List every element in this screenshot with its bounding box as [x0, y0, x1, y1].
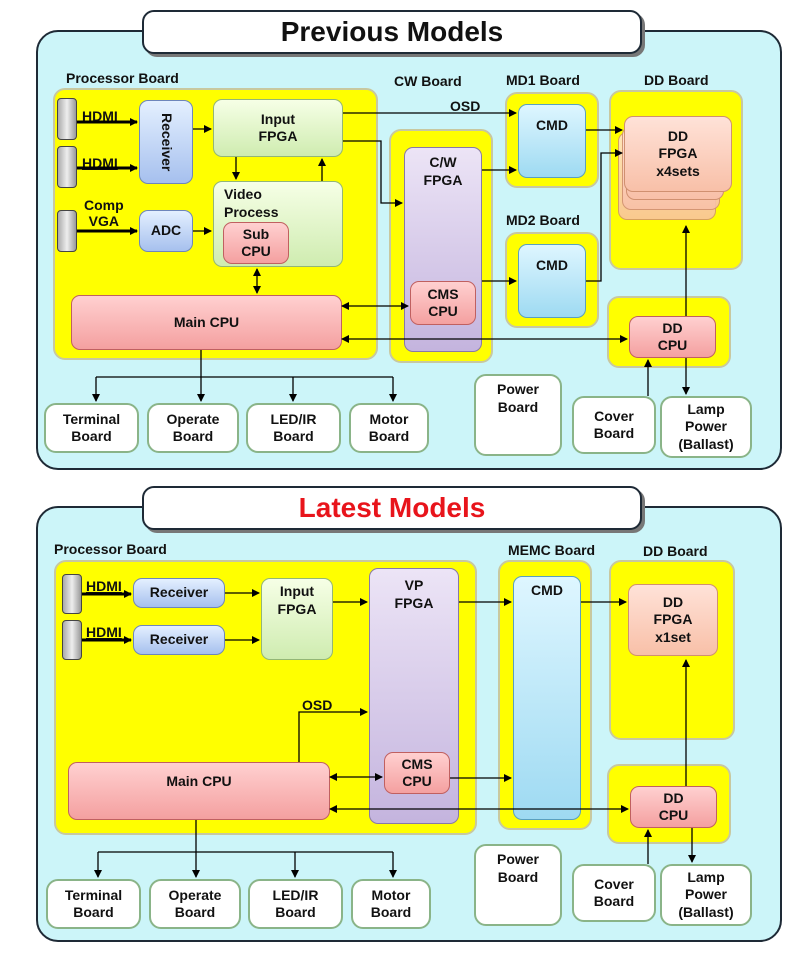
latest-cmd-label: CMD [531, 582, 563, 598]
vp-fpga-label: VP FPGA [394, 577, 434, 611]
lamp-power-board: Lamp Power (Ballast) [660, 396, 752, 458]
memc-board-label: MEMC Board [508, 542, 596, 558]
latest-dd-board-label: DD Board [643, 543, 708, 559]
comp-vga-label: Comp VGA [84, 197, 124, 230]
dd-board-label: DD Board [644, 72, 709, 88]
latest-receiver-1: Receiver [133, 578, 225, 608]
latest-dd-cpu: DD CPU [630, 786, 717, 828]
osd-label: OSD [450, 98, 481, 114]
latest-motor-board: Motor Board [351, 879, 431, 929]
latest-dd-fpga: DD FPGA x1set [628, 584, 718, 656]
hdmi-connector-1 [57, 98, 77, 140]
input-fpga-block: Input FPGA [213, 99, 343, 157]
dd-cpu-block: DD CPU [629, 316, 716, 358]
cw-fpga-label: C/W FPGA [423, 154, 463, 188]
latest-cmd-block: CMD [513, 576, 581, 820]
latest-main-cpu: Main CPU [68, 762, 330, 820]
cw-board-label: CW Board [394, 73, 462, 89]
dd-fpga-block: DD FPGA x4sets [624, 116, 732, 192]
motor-board: Motor Board [349, 403, 429, 453]
cmd-label-md2: CMD [536, 257, 568, 273]
latest-power-board-label: Power Board [496, 851, 539, 885]
receiver-label: Receiver [158, 112, 175, 172]
latest-cover-board: Cover Board [572, 864, 656, 922]
receiver-block: Receiver [139, 100, 193, 184]
sub-cpu-block: Sub CPU [223, 222, 289, 264]
latest-hdmi-label-1: HDMI [86, 578, 122, 594]
latest-power-board: Power Board [474, 844, 562, 926]
latest-main-cpu-label: Main CPU [166, 773, 232, 789]
md1-board-label: MD1 Board [506, 72, 580, 88]
latest-cms-cpu: CMS CPU [384, 752, 450, 794]
comp-vga-connector [57, 210, 77, 252]
terminal-board: Terminal Board [44, 403, 139, 453]
latest-input-fpga: Input FPGA [261, 578, 333, 660]
operate-board: Operate Board [147, 403, 239, 453]
adc-block: ADC [139, 210, 193, 252]
md2-board-label: MD2 Board [506, 212, 580, 228]
cmd-label-md1: CMD [536, 117, 568, 133]
latest-hdmi-label-2: HDMI [86, 624, 122, 640]
latest-hdmi-connector-1 [62, 574, 82, 614]
latest-lamp-power-board: Lamp Power (Ballast) [660, 864, 752, 926]
power-board: Power Board [474, 374, 562, 456]
ledir-board: LED/IR Board [246, 403, 341, 453]
latest-hdmi-connector-2 [62, 620, 82, 660]
video-process-label: Video Process [224, 186, 279, 220]
previous-models-title: Previous Models [142, 10, 642, 54]
latest-osd-label: OSD [302, 697, 333, 713]
latest-receiver-2: Receiver [133, 625, 225, 655]
power-board-label: Power Board [496, 381, 539, 415]
latest-terminal-board: Terminal Board [46, 879, 141, 929]
hdmi-label-1: HDMI [82, 108, 118, 124]
cmd-block-md1: CMD [518, 104, 586, 178]
cmd-block-md2: CMD [518, 244, 586, 318]
hdmi-connector-2 [57, 146, 77, 188]
processor-board-label: Processor Board [66, 70, 179, 86]
latest-ledir-board: LED/IR Board [248, 879, 343, 929]
cms-cpu-block: CMS CPU [410, 281, 476, 325]
latest-operate-board: Operate Board [149, 879, 241, 929]
latest-models-title: Latest Models [142, 486, 642, 530]
main-cpu-block: Main CPU [71, 295, 342, 350]
cover-board: Cover Board [572, 396, 656, 454]
latest-processor-board-label: Processor Board [54, 541, 167, 557]
